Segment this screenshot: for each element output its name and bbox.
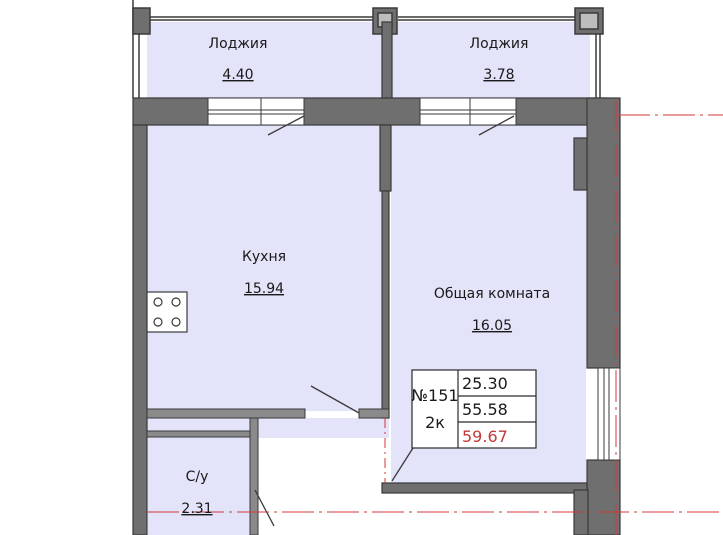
loggia-right-area: 3.78 bbox=[483, 67, 514, 83]
top-wall bbox=[132, 97, 609, 126]
walls bbox=[132, 21, 621, 535]
bathroom-fill bbox=[148, 437, 250, 535]
room-labels: Лоджия 4.40 Лоджия 3.78 Кухня 15.94 Обща… bbox=[181, 36, 550, 517]
apartment-info-table: №151 2к 25.30 55.58 59.67 bbox=[411, 369, 537, 449]
living-area-value: 25.30 bbox=[462, 374, 508, 393]
living-name: Общая комната bbox=[434, 286, 550, 302]
kitchen-name: Кухня bbox=[242, 249, 286, 265]
loggia-left-fill bbox=[147, 22, 382, 98]
balcony-doors bbox=[207, 97, 517, 126]
radiator-block bbox=[573, 137, 588, 191]
loggia-right-name: Лоджия bbox=[470, 36, 529, 52]
total-with-loggia-value: 59.67 bbox=[462, 427, 508, 446]
inner-wall-mid bbox=[381, 190, 390, 419]
right-window bbox=[597, 367, 621, 461]
living-area: 16.05 bbox=[472, 318, 512, 334]
right-wall bbox=[586, 97, 621, 369]
apartment-type: 2к bbox=[425, 413, 445, 432]
kitchen-area: 15.94 bbox=[244, 281, 284, 297]
stove-icon bbox=[146, 291, 188, 333]
partitions bbox=[146, 408, 390, 535]
loggia-right-fill bbox=[392, 22, 590, 98]
door-swings bbox=[254, 115, 515, 527]
right-wall-lower bbox=[586, 459, 621, 535]
loggia-outline bbox=[132, 0, 601, 98]
kitchen-fill bbox=[147, 125, 381, 411]
loggia-left-name: Лоджия bbox=[209, 36, 268, 52]
left-wall bbox=[132, 124, 148, 535]
loggia-left-area: 4.40 bbox=[222, 67, 253, 83]
loggia-divider bbox=[381, 21, 393, 99]
bottom-wall bbox=[381, 482, 588, 494]
balcony-door-left bbox=[207, 97, 305, 126]
balcony-door-right bbox=[419, 97, 517, 126]
axis-lines bbox=[147, 100, 723, 535]
apartment-number: №151 bbox=[411, 386, 458, 405]
bathroom-area: 2.31 bbox=[181, 501, 212, 517]
bathroom-name: С/у bbox=[186, 469, 209, 485]
total-area-value: 55.58 bbox=[462, 400, 508, 419]
posts bbox=[132, 7, 604, 35]
inner-wall-top bbox=[379, 124, 392, 192]
